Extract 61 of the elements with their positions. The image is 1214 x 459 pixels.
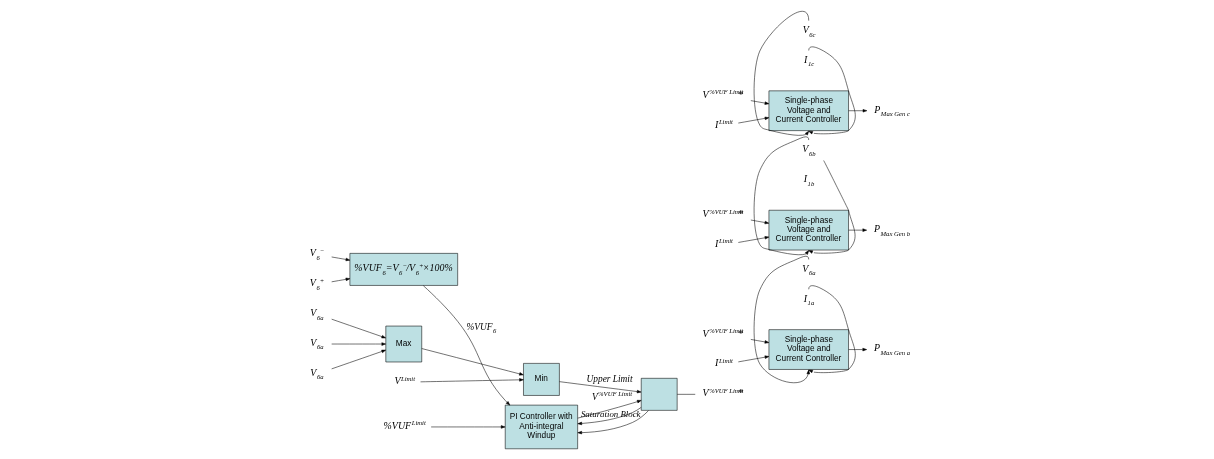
node-text: V$^{%VUF Limit}$* <box>702 326 743 339</box>
arrow <box>737 116 769 123</box>
node-text: V$_{6a}$ <box>801 262 816 276</box>
node-text: V$^{%VUF Limit}$* <box>702 87 743 100</box>
node-box: Min <box>522 362 560 396</box>
node-text: V$^{Limit}$ <box>393 374 415 386</box>
node-text: I$^{Limit}$ <box>714 117 733 130</box>
node-text: %VUF$^{Limit}$ <box>383 418 426 431</box>
arrow <box>330 256 350 261</box>
arrow <box>430 424 505 429</box>
node-text: V$^{%VUF Limit}$* <box>702 386 743 398</box>
arrow <box>330 341 386 346</box>
node-text: P$_{Max Gen a}$ <box>873 341 910 356</box>
node-box: Single-phase Voltage and Current Controller <box>768 328 849 370</box>
arrow <box>807 159 855 254</box>
arrow <box>847 228 867 232</box>
node-box: PI Controller with Anti-integral Windup <box>504 404 578 449</box>
edge-label: %VUF$_{6}$ <box>466 321 496 334</box>
arrow <box>753 255 810 383</box>
arrow <box>330 318 386 338</box>
node-label: Saturation Block <box>580 408 641 419</box>
node-text: I$_{1b}$ <box>803 172 814 187</box>
node-text: P$_{Max Gen c}$ <box>873 103 910 117</box>
node-box: %VUF$_{6}$=V$_{6}$$^{−}$/V$_{6}$$^{+}$×100% <box>349 252 458 286</box>
node-text: I$_{1c}$ <box>803 53 814 67</box>
arrow <box>577 409 649 434</box>
arrow <box>330 277 350 282</box>
node-text: V$_{6a}$ <box>309 306 324 321</box>
arrow <box>422 284 510 405</box>
node-text: V$^{%VUF Limit}$* <box>702 207 743 219</box>
arrow <box>847 347 867 351</box>
edge-label: V$^{%VUF Limit}$ <box>591 389 632 402</box>
node-box: Single-phase Voltage and Current Controller <box>768 90 849 131</box>
node-text: V$_{6a}$ <box>309 366 324 380</box>
node-text: V$_{6a}$ <box>309 336 324 350</box>
node-text: I$^{Limit}$ <box>714 236 733 249</box>
node-text: V$_{6c}$ <box>802 23 816 37</box>
arrow <box>807 46 856 134</box>
arrow <box>577 406 641 425</box>
arrow <box>847 108 867 112</box>
node-box <box>640 377 677 411</box>
node-box: Single-phase Voltage and Current Controller <box>768 209 849 250</box>
arrow <box>558 380 641 393</box>
node-text: I$_{1a}$ <box>803 292 814 306</box>
arrow <box>753 10 809 136</box>
arrow <box>753 136 809 255</box>
node-text: P$_{Max Gen b}$ <box>873 222 910 237</box>
arrow <box>737 235 769 243</box>
edge-label: Upper Limit <box>585 373 633 384</box>
arrow <box>419 377 524 382</box>
arrow <box>750 99 769 105</box>
arrow <box>750 219 769 224</box>
node-text: V$_{6b}$ <box>801 142 816 157</box>
node-box: Max <box>385 325 422 362</box>
node-text: I$^{Limit}$ <box>714 356 733 368</box>
arrow <box>737 355 769 362</box>
arrow <box>421 347 524 375</box>
arrow <box>807 284 856 373</box>
arrow <box>577 399 641 418</box>
arrow <box>330 349 386 369</box>
arrow <box>750 338 769 344</box>
